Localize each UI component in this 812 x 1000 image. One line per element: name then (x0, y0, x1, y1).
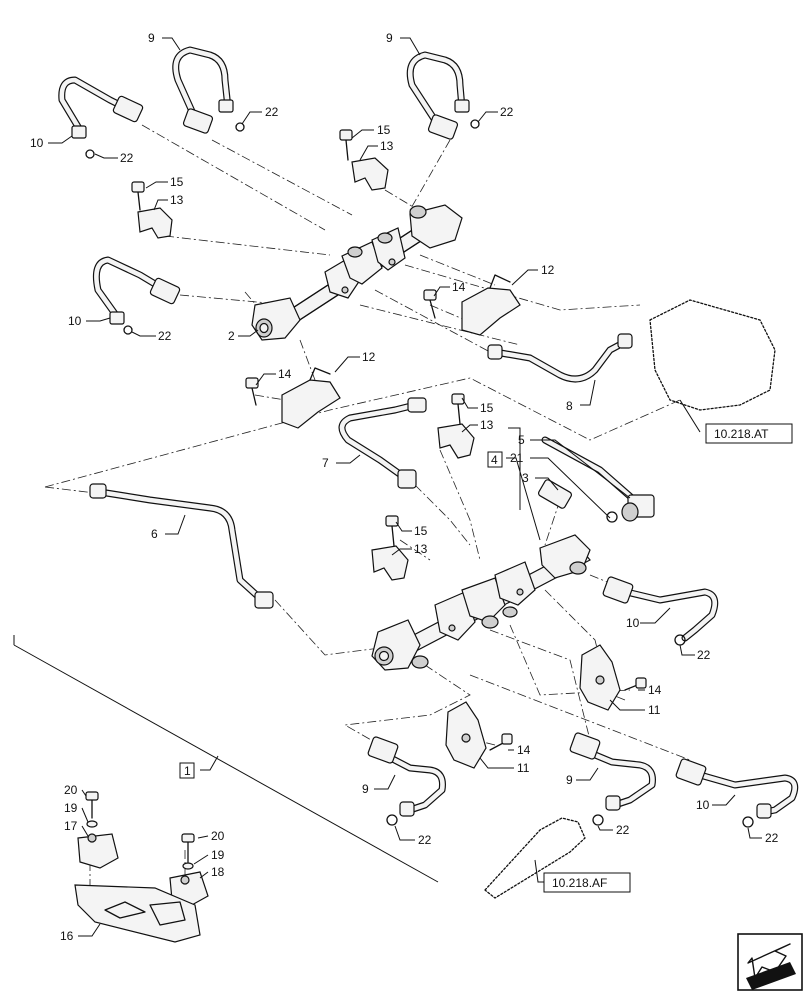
callout-15-middle-right: 15 (480, 401, 494, 415)
pipe-10-middle-left (92, 256, 181, 325)
callout-leaders (48, 37, 762, 937)
callout-14-upper-right: 14 (452, 280, 466, 294)
arrow-navigation-icon[interactable] (737, 933, 803, 991)
svg-text:1: 1 (184, 764, 191, 778)
callout-22-lower-middle: 22 (616, 823, 630, 837)
callout-9-upper-right: 9 (386, 31, 393, 45)
callout-10-upper-left: 10 (30, 136, 44, 150)
pipe-10-upper-left (58, 76, 144, 139)
sealing-rings-22 (85, 119, 754, 828)
callout-22-upper-left-pipe10: 22 (120, 151, 134, 165)
pipe-9-lower-left (367, 736, 446, 817)
callout-16-plate: 16 (60, 929, 74, 943)
callout-2-upper-rail: 2 (228, 329, 235, 343)
reference-link-bottom[interactable]: 10.218.AF (543, 872, 631, 893)
high-pressure-pipes (58, 46, 799, 819)
callout-22-upper-left: 22 (265, 105, 279, 119)
callout-9-upper-left: 9 (148, 31, 155, 45)
callout-13-middle-left: 13 (414, 542, 428, 556)
lower-fuel-rail (371, 534, 591, 671)
callout-17-block: 17 (64, 819, 78, 833)
callout-20-left: 20 (64, 783, 78, 797)
clamp-13-top-middle (339, 129, 389, 191)
pipe-10-lower-right (675, 758, 799, 819)
callout-12-lower-left: 12 (362, 350, 376, 364)
clamp-12-upper-right (423, 274, 521, 336)
pipe-6 (89, 483, 274, 609)
clamp-13-top-left (131, 181, 173, 239)
upper-fuel-rail (251, 204, 463, 341)
callout-8-pipe: 8 (566, 399, 573, 413)
callout-20-right: 20 (211, 829, 225, 843)
callout-13-top-left: 13 (170, 193, 184, 207)
svg-text:4: 4 (491, 453, 498, 467)
callout-14-left: 14 (517, 743, 531, 757)
pipe-9-lower-middle (569, 732, 656, 811)
callout-14-lower-left: 14 (278, 367, 292, 381)
boxed-item-1: 1 (179, 762, 195, 779)
callout-18-block: 18 (211, 865, 225, 879)
callout-3-fitting: 3 (522, 471, 529, 485)
callout-22-lower-right: 22 (765, 831, 779, 845)
pipe-10-middle-right (602, 576, 719, 642)
svg-text:10.218.AT: 10.218.AT (714, 427, 769, 441)
clamp-11-right (579, 644, 647, 711)
assembly-boundary-line (13, 635, 439, 883)
callout-15-top-left: 15 (170, 175, 184, 189)
pipe-9-upper-left (172, 46, 234, 134)
svg-text:10.218.AF: 10.218.AF (552, 876, 607, 890)
callout-22-middle-left: 22 (158, 329, 172, 343)
boxed-item-4: 4 (487, 451, 503, 468)
injector-outline (484, 817, 586, 899)
callout-19-left: 19 (64, 801, 78, 815)
callout-22-lower-left: 22 (418, 833, 432, 847)
pipe-8 (487, 333, 633, 383)
callout-13-middle-right: 13 (480, 418, 494, 432)
callout-11-right: 11 (648, 703, 661, 717)
callout-13-top-middle: 13 (380, 139, 394, 153)
callout-15-top-middle: 15 (377, 123, 391, 137)
callout-9-lower-middle: 9 (566, 773, 573, 787)
pipe-5 (541, 436, 655, 522)
bracket-plate-16 (74, 884, 201, 943)
callout-15-middle-left: 15 (414, 524, 428, 538)
callout-labels: 9 9 22 22 10 22 15 13 15 13 12 14 10 22 … (30, 31, 779, 943)
clamp-12-lower-left (245, 367, 341, 429)
callout-9-lower-left: 9 (362, 782, 369, 796)
reference-link-top[interactable]: 10.218.AT (705, 423, 793, 444)
callout-14-right: 14 (648, 683, 662, 697)
callout-22-middle-right: 22 (697, 648, 711, 662)
callout-6-pipe: 6 (151, 527, 158, 541)
clamp-11-left (445, 701, 513, 769)
callout-10-middle-right: 10 (626, 616, 640, 630)
spacer-block-18 (169, 833, 209, 907)
callout-10-middle-left: 10 (68, 314, 82, 328)
callout-5-pipe: 5 (518, 433, 525, 447)
callout-10-lower-right: 10 (696, 798, 710, 812)
pump-outline (649, 299, 776, 411)
callout-21-washer: 21 (510, 451, 524, 465)
callout-12-upper-right: 12 (541, 263, 555, 277)
pipe-7 (338, 397, 427, 489)
clamp-13-middle-left (371, 515, 409, 581)
callout-19-right: 19 (211, 848, 225, 862)
callout-11-left: 11 (517, 761, 530, 775)
pipe-9-upper-right (406, 51, 470, 140)
fitting-3 (538, 479, 572, 509)
callout-22-upper-right: 22 (500, 105, 514, 119)
clamp-13-middle-right (437, 393, 475, 459)
callout-7-pipe: 7 (322, 456, 329, 470)
clamps-and-screws (74, 119, 776, 943)
